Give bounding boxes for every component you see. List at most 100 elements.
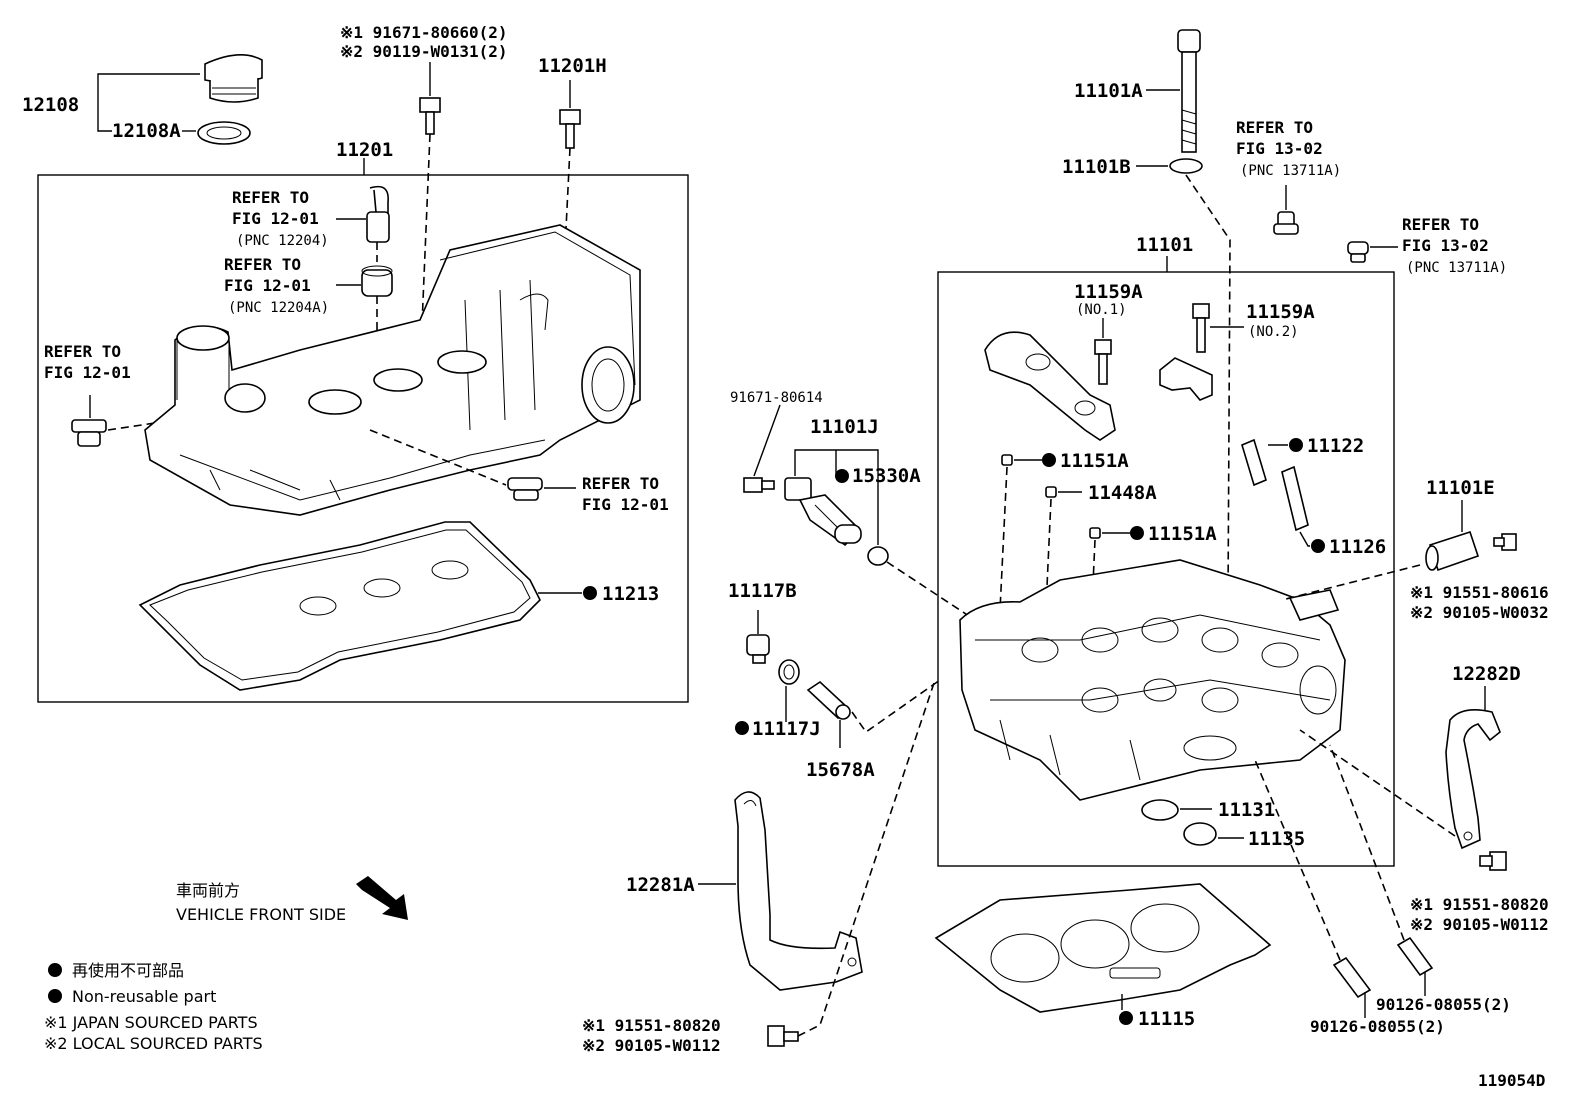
bolt-top-line1: ※1 91671-80660(2) [340, 23, 508, 42]
bolt-top-line2: ※2 90119-W0131(2) [340, 42, 508, 61]
label-11213: 11213 [602, 583, 659, 605]
plug-11131 [1141, 799, 1179, 821]
frame-11101 [937, 271, 1395, 867]
ref-13711a-2-l3: (PNC 13711A) [1406, 260, 1507, 276]
label-11201h: 11201H [538, 55, 607, 77]
gasket-12108a [197, 121, 251, 145]
cylinder-head-cover [144, 224, 641, 516]
stud-90126-b [1396, 936, 1434, 977]
label-11126: 11126 [1329, 536, 1386, 558]
bolt-12282d [1479, 851, 1507, 871]
label-90126-a: 90126-08055(2) [1376, 995, 1511, 1014]
label-11115: 11115 [1138, 1008, 1195, 1030]
label-15678a: 15678A [806, 759, 875, 781]
label-11151a-2: 11151A [1148, 523, 1217, 545]
label-11159a-1: 11159A [1074, 281, 1143, 303]
ref-left-l1: REFER TO [44, 342, 121, 361]
label-11122: 11122 [1307, 435, 1364, 457]
ref-12204-l3: (PNC 12204) [236, 233, 329, 249]
bullet-icon [48, 963, 62, 977]
bolt-e-line2: ※2 90105-W0032 [1410, 603, 1549, 622]
front-label-jp: 車両前方 [176, 881, 240, 900]
bullet-icon [48, 989, 62, 1003]
pin-11151a-2 [1089, 527, 1101, 539]
ref-13711a-1-l2: FIG 13-02 [1236, 139, 1323, 158]
engine-hanger-12282d [1445, 709, 1501, 850]
ref-12204-l1: REFER TO [232, 188, 309, 207]
label-12281a: 12281A [626, 874, 695, 896]
label-11159a-2: 11159A [1246, 301, 1315, 323]
gasket-11213 [138, 521, 541, 691]
valve-guide-11126 [1281, 465, 1309, 532]
bolt-91671-80660 [419, 97, 441, 135]
bolt-91671-80614 [743, 477, 775, 493]
label-11151a-1: 11151A [1060, 450, 1129, 472]
legend-nonreuse-en: Non-reusable part [72, 987, 216, 1006]
label-12108: 12108 [22, 94, 79, 116]
bolt-a-line1: ※1 91551-80820 [582, 1016, 721, 1035]
label-11448a: 11448A [1088, 482, 1157, 504]
bolt-a-line2: ※2 90105-W0112 [582, 1036, 721, 1055]
camshaft-bearing-cap-no2 [1159, 357, 1213, 401]
ref-12204-l2: FIG 12-01 [232, 209, 319, 228]
pin-11448a [1045, 486, 1057, 498]
plug-13711a-1 [1273, 211, 1299, 235]
label-11117b: 11117B [728, 580, 797, 602]
ref-plug-l1: REFER TO [582, 474, 659, 493]
figure-id: 119054D [1478, 1071, 1545, 1090]
ref-12204a-l2: FIG 12-01 [224, 276, 311, 295]
pcv-grommet [361, 269, 393, 297]
oil-filler-cap [204, 54, 263, 103]
label-11117j: 11117J [752, 718, 821, 740]
legend-nonreuse-jp: 再使用不可部品 [72, 961, 184, 980]
bolt-11201h [559, 109, 581, 149]
union-bolt-15678a [806, 680, 851, 720]
bolt-11159a-no2 [1192, 303, 1210, 353]
bolt-11159a-no1 [1094, 339, 1112, 385]
label-91671-80614: 91671-80614 [730, 390, 823, 406]
bolt-e-line1: ※1 91551-80616 [1410, 583, 1549, 602]
label-11101e: 11101E [1426, 477, 1495, 499]
bolt-d-line1: ※1 91551-80820 [1410, 895, 1549, 914]
bolt-12281a [767, 1025, 799, 1047]
ref-12204a-l3: (PNC 12204A) [228, 300, 329, 316]
label-11135: 11135 [1248, 828, 1305, 850]
front-arrow-icon [356, 876, 408, 920]
ref-left-l2: FIG 12-01 [44, 363, 131, 382]
plug-13711a-2 [1347, 241, 1369, 263]
bolt-d-line2: ※2 90105-W0112 [1410, 915, 1549, 934]
head-gasket-11115 [934, 883, 1272, 1013]
ref-13711a-2-l1: REFER TO [1402, 215, 1479, 234]
label-12282d: 12282D [1452, 663, 1521, 685]
grommet-left [71, 419, 107, 447]
label-no1: (NO.1) [1076, 302, 1127, 318]
frame-11201 [37, 174, 689, 703]
label-11101b: 11101B [1062, 156, 1131, 178]
label-no2: (NO.2) [1248, 324, 1299, 340]
legend-japan: ※1 JAPAN SOURCED PARTS [44, 1013, 258, 1032]
label-11131: 11131 [1218, 799, 1275, 821]
label-11101: 11101 [1136, 234, 1193, 256]
ref-plug-l2: FIG 12-01 [582, 495, 669, 514]
head-bolt-11101a [1177, 29, 1201, 153]
gasket-11117j [778, 659, 800, 685]
engine-hanger-12281a [734, 791, 863, 991]
pin-11151a-1 [1001, 454, 1013, 466]
legend-local: ※2 LOCAL SOURCED PARTS [44, 1034, 263, 1053]
front-label-en: VEHICLE FRONT SIDE [176, 905, 346, 924]
label-12108a: 12108A [112, 120, 181, 142]
water-temp-sensor-11101e [1425, 530, 1480, 572]
plug-refer [507, 477, 543, 501]
ref-13711a-1-l1: REFER TO [1236, 118, 1313, 137]
ref-13711a-1-l3: (PNC 13711A) [1240, 163, 1341, 179]
valve-guide-11122 [1241, 438, 1267, 487]
pcv-hose [369, 185, 389, 218]
bolt-11101e [1493, 533, 1517, 551]
o-ring-15330a [867, 546, 889, 566]
ref-12204a-l1: REFER TO [224, 255, 301, 274]
washer-11101b [1169, 158, 1203, 174]
plug-11117b [746, 634, 770, 664]
ref-13711a-2-l2: FIG 13-02 [1402, 236, 1489, 255]
